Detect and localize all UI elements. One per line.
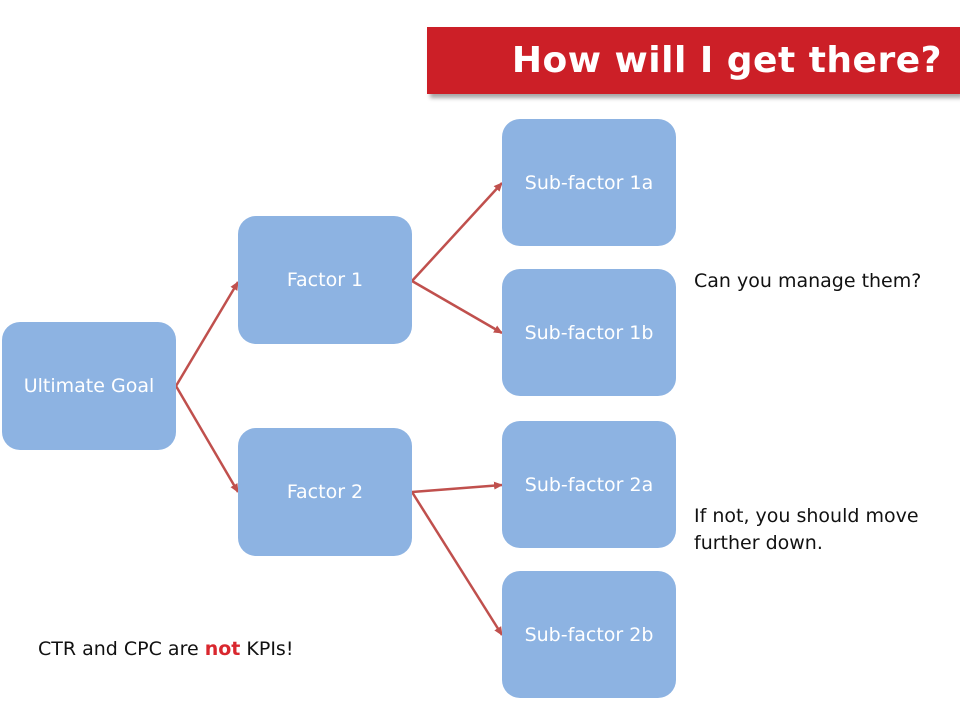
node-sub-factor-2a: Sub-factor 2a bbox=[502, 421, 676, 548]
arrow-factor2-to-sub2b bbox=[410, 491, 504, 636]
note-move-line-2: further down. bbox=[694, 532, 823, 554]
slide-title: How will I get there? bbox=[511, 40, 942, 81]
node-factor-2: Factor 2 bbox=[238, 428, 412, 556]
arrow-goal-to-factor1 bbox=[174, 281, 240, 387]
note-kpi-before: CTR and CPC are bbox=[38, 638, 205, 660]
note-move-line-1: If not, you should move bbox=[694, 505, 919, 527]
title-banner: How will I get there? bbox=[427, 27, 960, 94]
note-kpi: CTR and CPC are not KPIs! bbox=[38, 636, 293, 663]
note-manage: Can you manage them? bbox=[694, 270, 922, 292]
note-kpi-emphasis: not bbox=[204, 638, 241, 660]
node-sub-factor-1b: Sub-factor 1b bbox=[502, 269, 676, 396]
arrow-factor2-to-sub2a bbox=[411, 481, 503, 494]
node-sub-factor-1a: Sub-factor 1a bbox=[502, 119, 676, 246]
arrow-factor1-to-sub1b bbox=[411, 279, 503, 335]
arrow-factor1-to-sub1a bbox=[411, 182, 503, 282]
node-ultimate-goal: Ultimate Goal bbox=[2, 322, 176, 450]
note-kpi-after: KPIs! bbox=[240, 638, 294, 660]
arrow-goal-to-factor2 bbox=[174, 385, 240, 493]
note-move-down: If not, you should move further down. bbox=[694, 503, 919, 557]
node-sub-factor-2b: Sub-factor 2b bbox=[502, 571, 676, 698]
node-factor-1: Factor 1 bbox=[238, 216, 412, 344]
